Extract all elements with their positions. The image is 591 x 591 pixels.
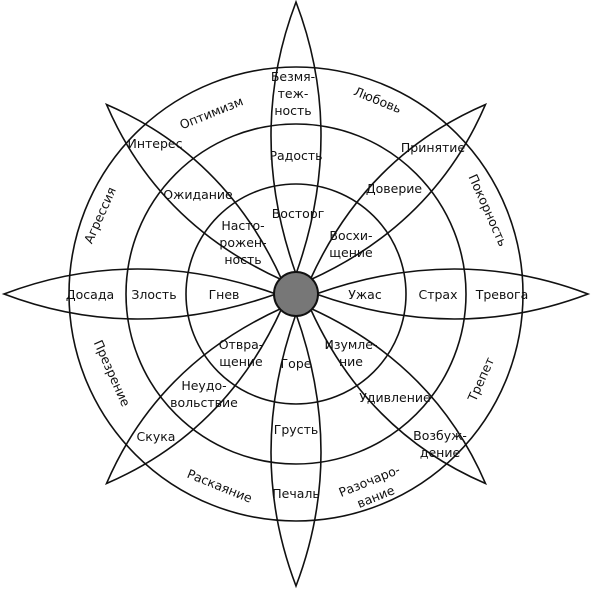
petal-top (270, 0, 322, 277)
label-rage: Гнев (209, 287, 240, 302)
label-fear: Страх (418, 287, 457, 302)
label-surprise: Удивление (359, 390, 431, 405)
label-line: ние (339, 354, 363, 369)
petal-top-right (308, 102, 488, 282)
label-love: Любовь (352, 84, 404, 117)
label-disgust: Неудо-вольствие (170, 378, 238, 410)
label-sadness: Грусть (274, 422, 318, 437)
label-line: вольствие (170, 395, 238, 410)
label-apprehension: Тревога (475, 287, 529, 302)
label-acceptance: Принятие (401, 140, 466, 155)
label-serenity: Безмя-теж-ность (271, 69, 315, 118)
label-boredom: Скука (137, 429, 176, 444)
label-line: Отвра- (219, 337, 264, 352)
label-awe: Трепет (464, 355, 497, 404)
center-hub (273, 271, 319, 317)
label-interest: Интерес (128, 136, 183, 151)
petal-top-left (104, 102, 284, 282)
label-aggression: Агрессия (81, 185, 119, 246)
petal-left (1, 268, 279, 320)
label-joy: Радость (269, 148, 322, 163)
label-anticipation: Ожидание (163, 187, 233, 202)
label-contempt: Презрение (91, 338, 134, 410)
label-trust: Доверие (366, 181, 423, 196)
label-distraction: Возбуж-дение (413, 428, 467, 460)
petal-bottom-right (308, 306, 488, 486)
label-amazement: Изумле-ние (324, 337, 377, 369)
label-line: щение (219, 354, 263, 369)
label-line: Насто- (221, 218, 264, 233)
label-line: Изумле- (324, 337, 377, 352)
label-line: дение (420, 445, 461, 460)
outer-ring (68, 66, 524, 522)
inner-ring (185, 183, 407, 405)
label-line: Возбуж- (413, 428, 467, 443)
label-line: ность (274, 103, 311, 118)
label-loathing: Отвра-щение (219, 337, 264, 369)
label-line: ность (224, 252, 261, 267)
label-line: рожен- (219, 235, 266, 250)
label-admiration: Восхи-щение (329, 228, 373, 260)
label-vigilance: Насто-рожен-ность (219, 218, 266, 267)
label-terror: Ужас (348, 287, 382, 302)
middle-ring (125, 123, 467, 465)
label-anger: Злость (131, 287, 176, 302)
label-line: Восхи- (329, 228, 372, 243)
label-remorse: Раскаяние (185, 466, 255, 506)
label-pensiveness: Печаль (272, 486, 320, 501)
label-optimism: Оптимизм (177, 93, 245, 132)
label-line: Безмя- (271, 69, 315, 84)
label-submission: Покорность (465, 172, 510, 249)
label-line: Неудо- (181, 378, 226, 393)
label-annoyance: Досада (66, 287, 114, 302)
petal-bottom-left (104, 306, 284, 486)
label-ecstasy: Восторг (272, 206, 325, 221)
petal-right (313, 268, 591, 320)
label-line: теж- (278, 86, 309, 101)
label-grief: Горе (281, 356, 312, 371)
petal-bottom (270, 311, 322, 589)
label-line: щение (329, 245, 373, 260)
